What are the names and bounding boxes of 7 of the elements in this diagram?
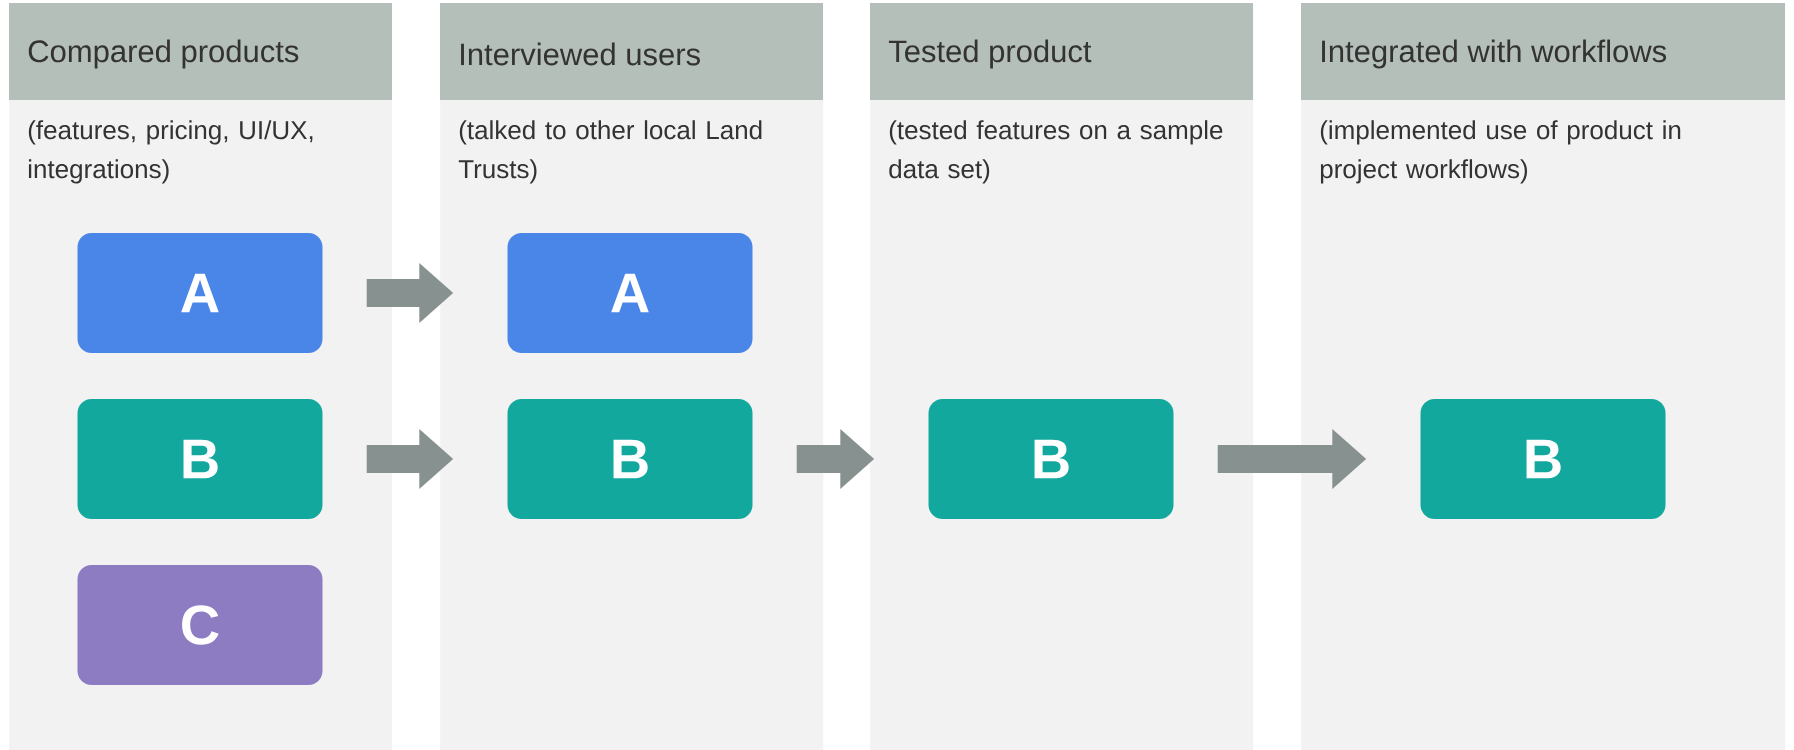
letter-box: B bbox=[507, 399, 753, 519]
letter-box: B bbox=[77, 399, 323, 519]
letter-box: B bbox=[928, 399, 1174, 519]
letter-box: A bbox=[507, 233, 753, 353]
letter-box: C bbox=[77, 565, 323, 685]
letter-box: B bbox=[1420, 399, 1666, 519]
letter-box: A bbox=[77, 233, 323, 353]
